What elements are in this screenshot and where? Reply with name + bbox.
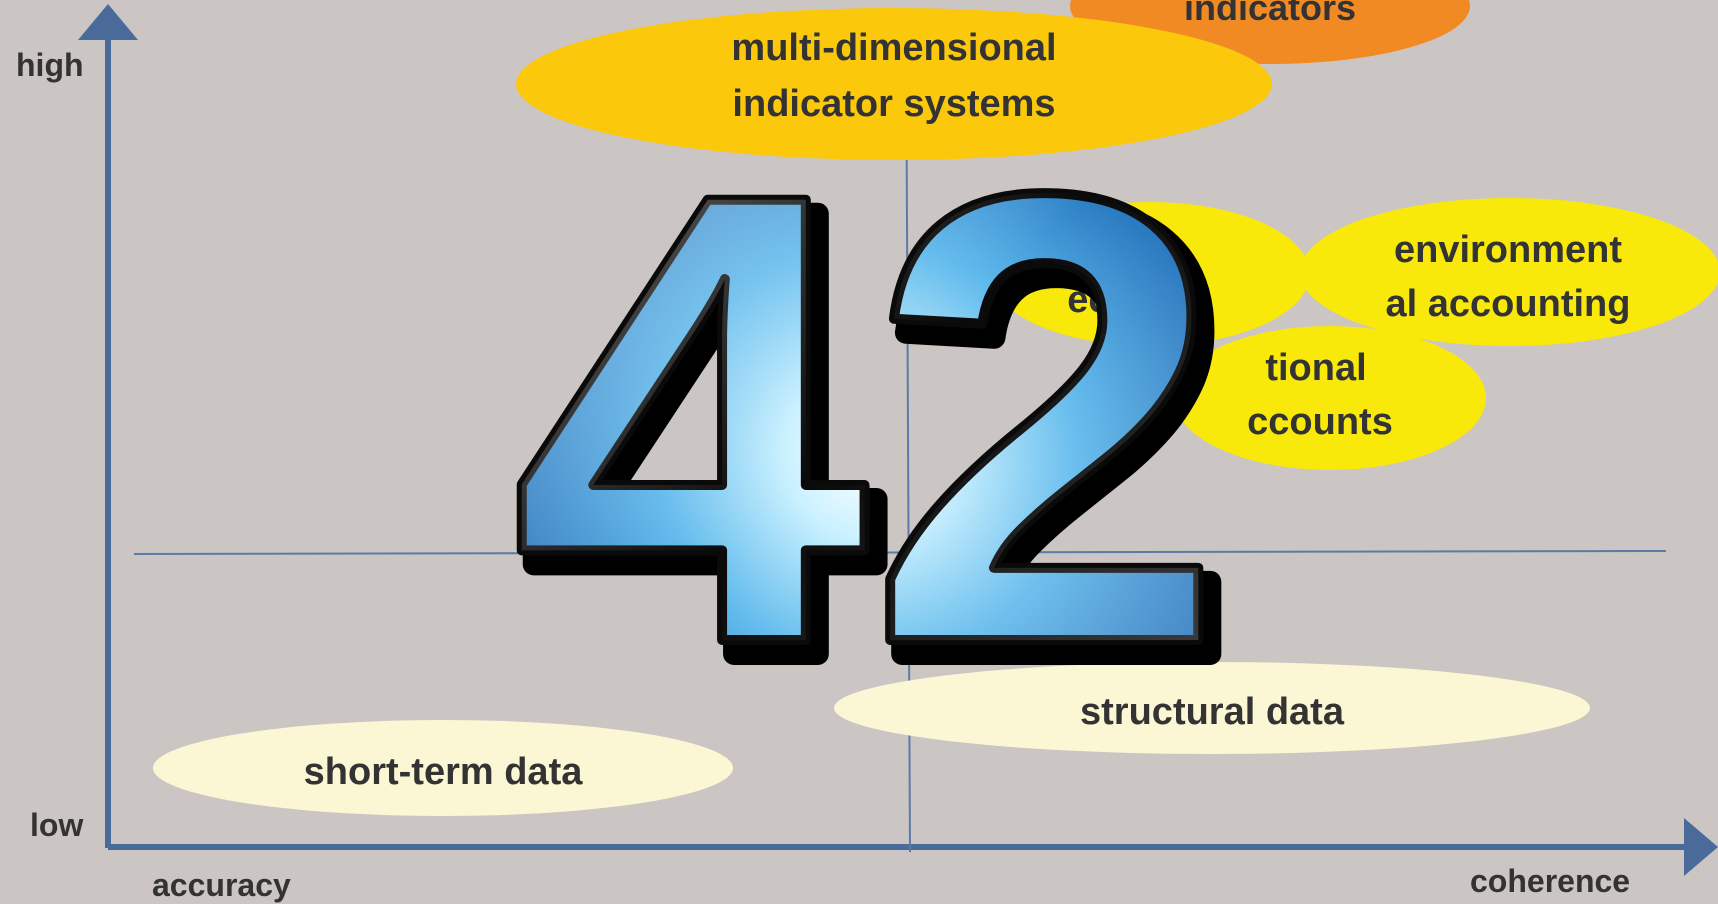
big-number-sheen: 42 xyxy=(512,61,1224,776)
partial-yellow-label: eco xyxy=(1067,279,1132,321)
x-axis-accuracy-label: accuracy xyxy=(152,867,291,903)
multi-dimensional-label-line1: multi-dimensional xyxy=(731,27,1056,69)
big-number-overlay: 42 42 42 xyxy=(507,56,1247,801)
big-number-fill: 42 xyxy=(512,61,1224,776)
environmental-label-line2: al accounting xyxy=(1386,283,1631,325)
environmental-label-line1: environment xyxy=(1394,229,1622,271)
y-axis-low-label: low xyxy=(30,807,83,843)
indicators-label: indicators xyxy=(1184,0,1356,28)
structural-data-bubble xyxy=(834,662,1590,754)
short-term-data-label: short-term data xyxy=(304,751,584,793)
multi-dimensional-label-line2: indicator systems xyxy=(732,83,1055,125)
horizontal-divider xyxy=(133,550,1667,555)
partial-yellow-bubble xyxy=(990,202,1310,346)
national-accounts-label-line1: tional xyxy=(1265,347,1366,389)
big-number-shadow: 42 xyxy=(524,75,1236,790)
structural-data-label: structural data xyxy=(1080,691,1345,733)
national-accounts-bubble xyxy=(1174,326,1486,470)
y-axis-high-label: high xyxy=(16,47,84,83)
environmental-bubble xyxy=(1300,198,1718,346)
multi-dimensional-bubble xyxy=(516,8,1272,160)
short-term-data-bubble xyxy=(153,720,733,816)
national-accounts-label-line2: ccounts xyxy=(1247,401,1393,443)
x-axis-arrowhead xyxy=(1684,818,1718,876)
x-axis-coherence-label: coherence xyxy=(1470,863,1630,899)
y-axis-arrowhead xyxy=(78,4,138,40)
